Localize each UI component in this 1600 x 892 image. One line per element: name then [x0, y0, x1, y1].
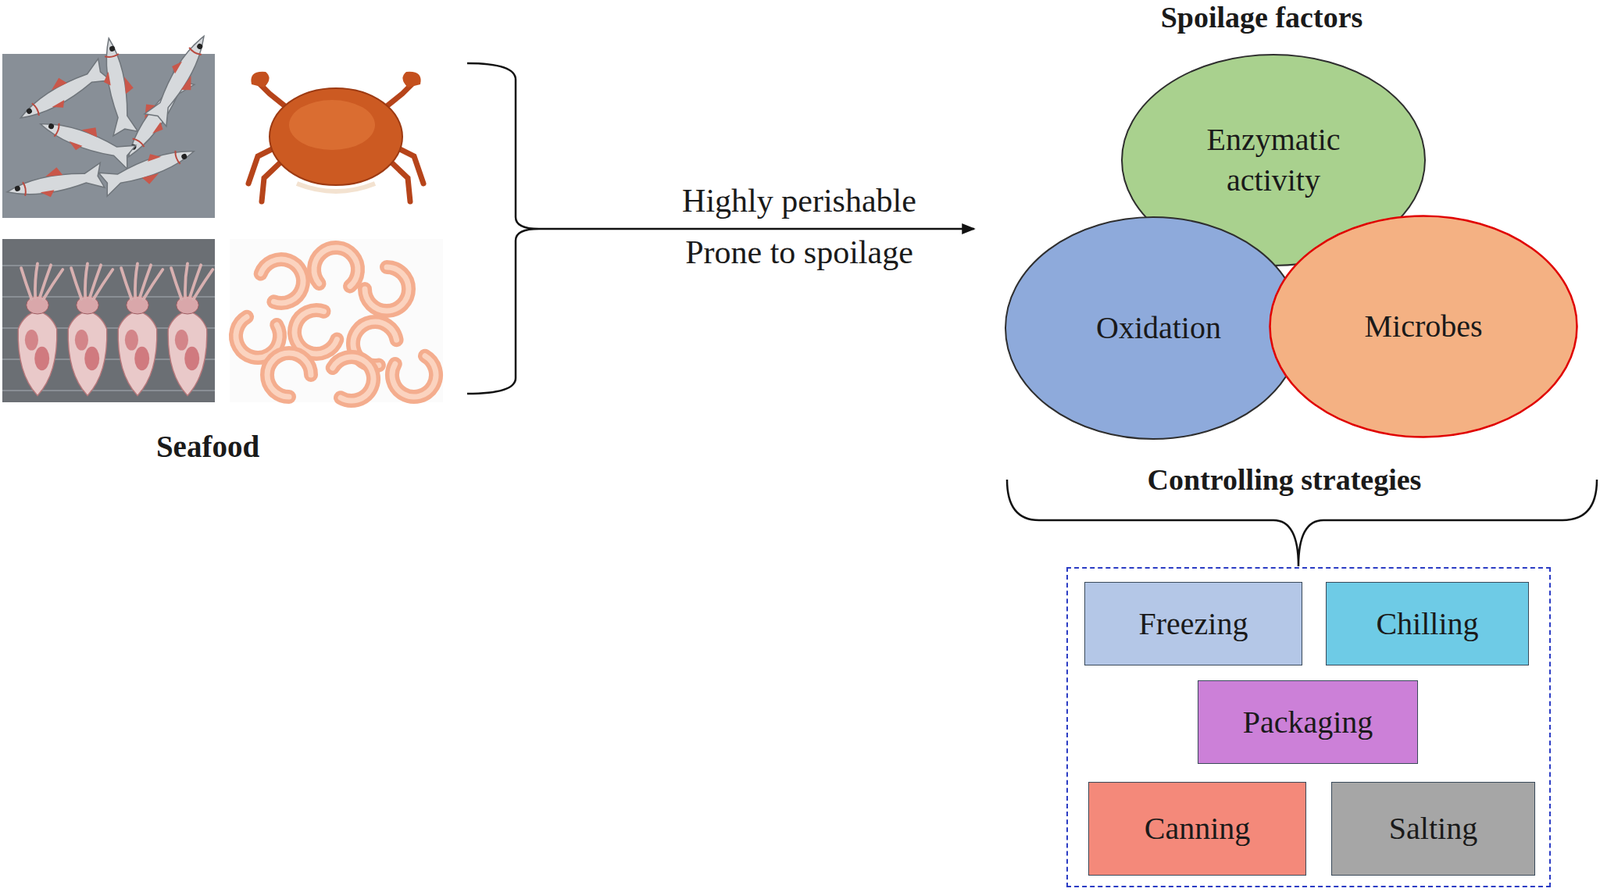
fish-shape: [12, 56, 111, 129]
strategy-group-box: Controlling strategiesFreezingChillingPa…: [1066, 567, 1551, 888]
group-heading: Controlling strategies: [1010, 462, 1558, 497]
crab-photo: [248, 71, 424, 202]
image-caption: Seafood: [90, 428, 325, 465]
photo-background: [2, 239, 215, 403]
node-label: Freezing: [1139, 603, 1249, 645]
fish-shape: [96, 35, 141, 136]
crab-legs: [248, 82, 424, 202]
strategy-box: Canning: [1088, 782, 1307, 876]
crab-underside: [296, 183, 375, 192]
ellipse-shape: [1005, 217, 1301, 440]
shrimp-shape: [267, 353, 311, 397]
crab-claw: [250, 71, 269, 88]
strategy-box: Packaging: [1197, 680, 1418, 765]
squid-shape: [67, 263, 113, 396]
text-holder: Salting: [1332, 782, 1535, 875]
spoilage-factor-ellipse: Microbes: [1267, 214, 1579, 440]
photo-background: [229, 239, 443, 403]
fish-shape: [144, 29, 218, 128]
section-heading: Spoilage factors: [1066, 0, 1458, 35]
strategy-box: Freezing: [1084, 582, 1303, 666]
shrimp-shape: [384, 345, 444, 405]
text-holder: Chilling: [1326, 582, 1529, 665]
arrow-label: Highly perishable: [603, 181, 995, 221]
fish-photo: [2, 29, 218, 218]
node-label: Salting: [1389, 808, 1478, 850]
text-holder: Oxidation: [1003, 215, 1303, 441]
squid-shape: [167, 263, 213, 396]
crab-claw: [402, 71, 421, 88]
fish-shape: [35, 109, 137, 169]
shrimp-shape: [364, 267, 409, 311]
strategy-box: Salting: [1331, 782, 1536, 876]
curly-bracket: [467, 63, 540, 394]
fish-shape: [3, 160, 104, 205]
shrimp-shape: [305, 239, 368, 301]
crab-body: [269, 88, 403, 186]
node-label: Canning: [1144, 808, 1251, 850]
text-holder: Canning: [1089, 782, 1306, 875]
node-label: Oxidation: [1096, 307, 1222, 349]
text-holder: Packaging: [1198, 681, 1418, 764]
ellipse-shape: [1270, 216, 1578, 438]
shrimp-photo: [228, 239, 444, 410]
strategy-box: Chilling: [1325, 582, 1529, 666]
node-label: Packaging: [1242, 702, 1374, 743]
shrimp-shape: [253, 253, 310, 310]
crab-shine: [289, 100, 375, 150]
spoilage-factor-ellipse: Oxidation: [1003, 215, 1303, 441]
flow-arrow: [539, 228, 975, 231]
squid-photo: [2, 239, 215, 403]
shrimp-shape: [321, 349, 382, 409]
text-holder: Freezing: [1085, 582, 1302, 665]
fish-shape: [98, 139, 200, 200]
arrow-label: Prone to spoilage: [603, 232, 995, 272]
text-holder: Microbes: [1267, 214, 1579, 440]
node-label: Microbes: [1364, 306, 1483, 347]
squid-shape: [117, 263, 163, 396]
node-label: Chilling: [1375, 603, 1479, 645]
node-label: Enzymatic activity: [1179, 119, 1368, 201]
squid-shape: [17, 263, 63, 396]
